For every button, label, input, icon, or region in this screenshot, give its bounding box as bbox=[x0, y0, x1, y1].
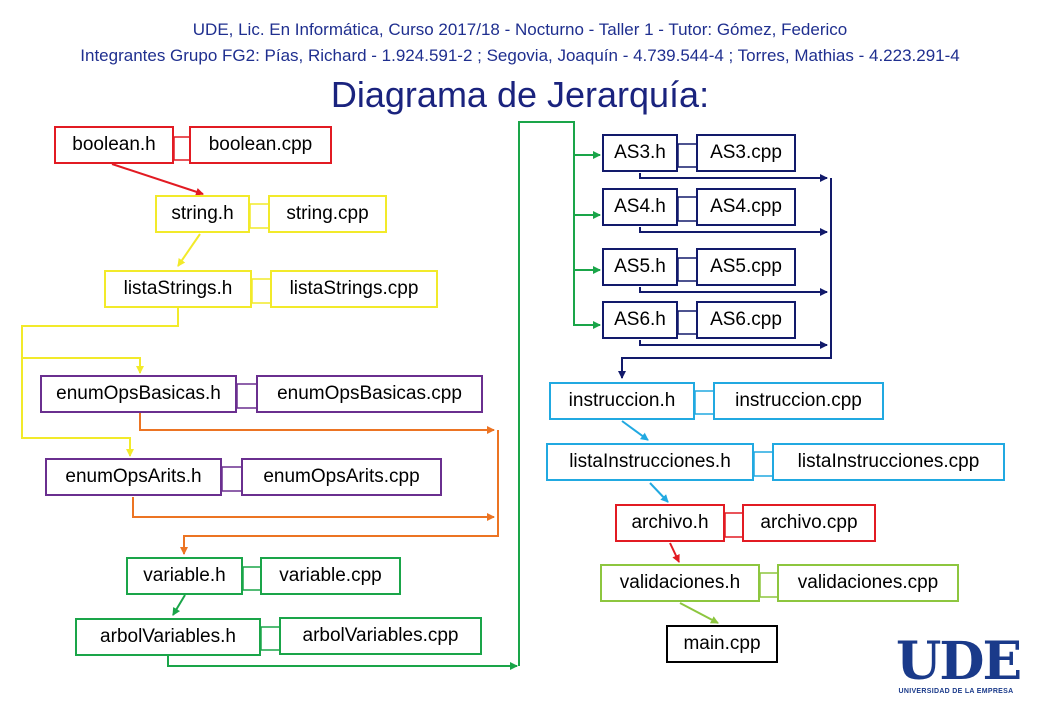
node-archivo-cpp: archivo.cpp bbox=[742, 504, 876, 542]
header-course-line: UDE, Lic. En Informática, Curso 2017/18 … bbox=[192, 20, 848, 39]
link-brackets bbox=[173, 136, 777, 651]
node-as5-h: AS5.h bbox=[602, 248, 678, 286]
node-instruccion-cpp: instruccion.cpp bbox=[713, 382, 884, 420]
arrow-validaciones-to-main bbox=[679, 602, 719, 624]
node-validaciones-h: validaciones.h bbox=[600, 564, 760, 602]
arrow-archivo-to-validaciones bbox=[669, 542, 680, 563]
node-listastrings-h: listaStrings.h bbox=[104, 270, 252, 308]
node-as5-cpp: AS5.cpp bbox=[696, 248, 796, 286]
arrow-variable-to-arbolvariables bbox=[172, 594, 186, 616]
arrow-instruccion-to-listainstrucciones bbox=[621, 420, 649, 441]
node-string-h: string.h bbox=[155, 195, 250, 233]
node-instruccion-h: instruccion.h bbox=[549, 382, 695, 420]
node-enumopsarits-cpp: enumOpsArits.cpp bbox=[241, 458, 442, 496]
node-enumopsbasicas-h: enumOpsBasicas.h bbox=[40, 375, 237, 413]
node-as4-cpp: AS4.cpp bbox=[696, 188, 796, 226]
arrow-as-to-instruccion bbox=[639, 173, 828, 182]
header-members-line: Integrantes Grupo FG2: Pías, Richard - 1… bbox=[80, 46, 960, 65]
node-variable-h: variable.h bbox=[126, 557, 243, 595]
arrow-boolean-to-string bbox=[111, 163, 204, 196]
node-variable-cpp: variable.cpp bbox=[260, 557, 401, 595]
arrow-enums-to-variable bbox=[139, 413, 495, 434]
node-arbolvariables-h: arbolVariables.h bbox=[75, 618, 261, 656]
node-listainstrucciones-h: listaInstrucciones.h bbox=[546, 443, 754, 481]
arrow-string-to-listastrings bbox=[177, 233, 201, 267]
node-main-cpp: main.cpp bbox=[666, 625, 778, 663]
node-enumopsarits-h: enumOpsArits.h bbox=[45, 458, 222, 496]
node-listastrings-cpp: listaStrings.cpp bbox=[270, 270, 438, 308]
ude-logo: UDE UNIVERSIDAD DE LA EMPRESA bbox=[896, 631, 1022, 700]
arrow-listainstrucciones-to-archivo bbox=[649, 482, 669, 503]
node-listainstrucciones-cpp: listaInstrucciones.cpp bbox=[772, 443, 1005, 481]
node-boolean-cpp: boolean.cpp bbox=[189, 126, 332, 164]
node-as3-cpp: AS3.cpp bbox=[696, 134, 796, 172]
node-boolean-h: boolean.h bbox=[54, 126, 174, 164]
node-as4-h: AS4.h bbox=[602, 188, 678, 226]
node-as6-cpp: AS6.cpp bbox=[696, 301, 796, 339]
logo-subtitle: UNIVERSIDAD DE LA EMPRESA bbox=[898, 688, 1014, 695]
node-as3-h: AS3.h bbox=[602, 134, 678, 172]
node-arbolvariables-cpp: arbolVariables.cpp bbox=[279, 617, 482, 655]
diagram-title: Diagrama de Jerarquía: bbox=[330, 74, 710, 115]
node-string-cpp: string.cpp bbox=[268, 195, 387, 233]
node-archivo-h: archivo.h bbox=[615, 504, 725, 542]
node-validaciones-cpp: validaciones.cpp bbox=[777, 564, 959, 602]
arrow-arbolvariables-to-as bbox=[167, 656, 518, 670]
logo-wordmark: UDE bbox=[896, 631, 1022, 692]
node-enumopsbasicas-cpp: enumOpsBasicas.cpp bbox=[256, 375, 483, 413]
node-as6-h: AS6.h bbox=[602, 301, 678, 339]
